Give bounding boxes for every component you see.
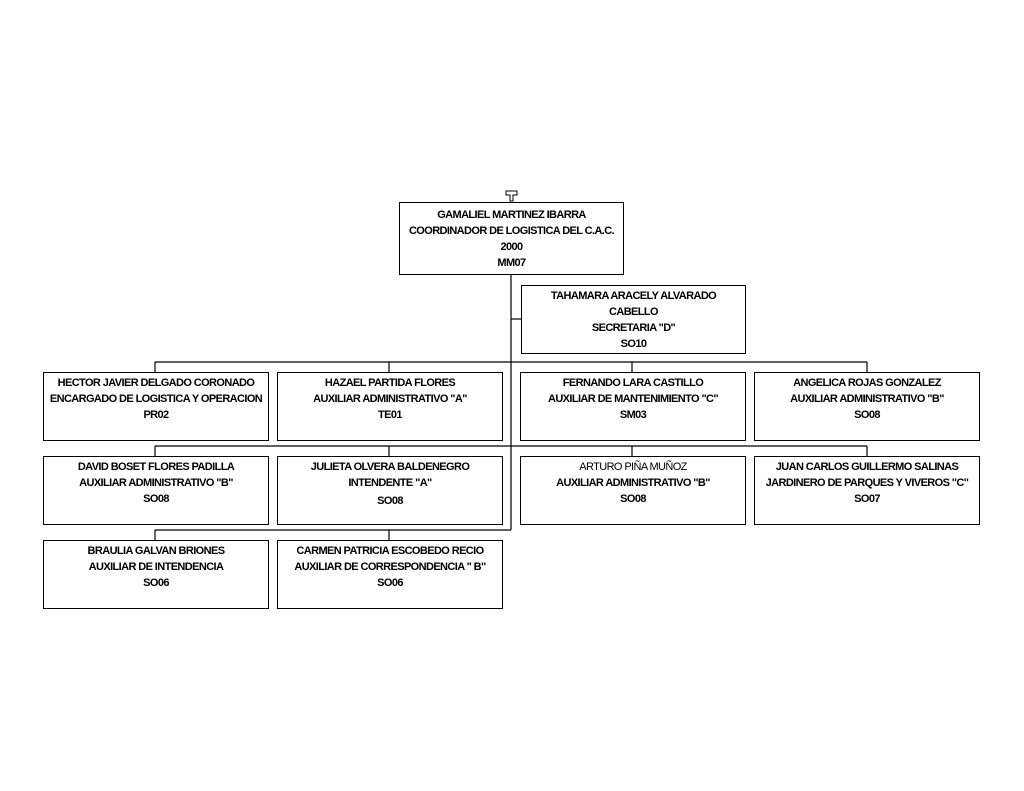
- staff-title: AUXILIAR DE INTENDENCIA: [88, 561, 224, 573]
- staff-title: AUXILIAR DE MANTENIMIENTO "C": [547, 393, 719, 405]
- staff-title: ENCARGADO DE LOGISTICA Y OPERACION: [49, 393, 263, 405]
- staff-box: HECTOR JAVIER DELGADO CORONADO ENCARGADO…: [43, 372, 269, 441]
- staff-name: DAVID BOSET FLORES PADILLA: [77, 461, 235, 473]
- staff-name: JUAN CARLOS GUILLERMO SALINAS: [775, 461, 959, 473]
- staff-code: TE01: [378, 409, 403, 421]
- staff-name: ANGELICA ROJAS GONZALEZ: [793, 377, 941, 389]
- staff-box: FERNANDO LARA CASTILLO AUXILIAR DE MANTE…: [520, 372, 746, 441]
- assistant-position-box: TAHAMARA ARACELY ALVARADO CABELLO SECRET…: [521, 285, 746, 354]
- staff-title: AUXILIAR ADMINISTRATIVO "B": [79, 477, 233, 489]
- staff-name: HECTOR JAVIER DELGADO CORONADO: [57, 377, 255, 389]
- staff-box: JUAN CARLOS GUILLERMO SALINAS JARDINERO …: [754, 456, 980, 525]
- staff-box: BRAULIA GALVAN BRIONES AUXILIAR DE INTEN…: [43, 540, 269, 609]
- staff-title: AUXILIAR ADMINISTRATIVO "B": [790, 393, 944, 405]
- staff-name: ARTURO PIÑA MUÑOZ: [579, 461, 687, 473]
- staff-name: JULIETA OLVERA BALDENEGRO: [310, 461, 470, 473]
- staff-box: HAZAEL PARTIDA FLORES AUXILIAR ADMINISTR…: [277, 372, 503, 441]
- staff-title: INTENDENTE "A": [348, 477, 432, 489]
- assistant-title: SECRETARIA "D": [591, 321, 676, 334]
- staff-code: SO08: [620, 493, 646, 505]
- staff-box: ANGELICA ROJAS GONZALEZ AUXILIAR ADMINIS…: [754, 372, 980, 441]
- staff-name: FERNANDO LARA CASTILLO: [562, 377, 704, 389]
- staff-code: SO08: [854, 409, 880, 421]
- staff-code: PR02: [143, 409, 169, 421]
- staff-name: HAZAEL PARTIDA FLORES: [324, 377, 456, 389]
- staff-code: SO08: [143, 493, 169, 505]
- staff-box: ARTURO PIÑA MUÑOZ AUXILIAR ADMINISTRATIV…: [520, 456, 746, 525]
- assistant-name-line1: TAHAMARA ARACELY ALVARADO: [550, 289, 717, 302]
- root-position-box: GAMALIEL MARTINEZ IBARRA COORDINADOR DE …: [399, 202, 624, 275]
- staff-code: SO06: [143, 577, 169, 589]
- assistant-code: SO10: [620, 337, 647, 350]
- root-number: 2000: [500, 240, 523, 253]
- staff-name: CARMEN PATRICIA ESCOBEDO RECIO: [296, 545, 484, 557]
- staff-title: AUXILIAR ADMINISTRATIVO "B": [556, 477, 710, 489]
- root-name: GAMALIEL MARTINEZ IBARRA: [437, 208, 586, 221]
- staff-code: SO08: [377, 495, 403, 507]
- staff-box: DAVID BOSET FLORES PADILLA AUXILIAR ADMI…: [43, 456, 269, 525]
- staff-code: SO07: [854, 493, 880, 505]
- staff-box: JULIETA OLVERA BALDENEGRO INTENDENTE "A"…: [277, 456, 503, 525]
- up-arrow-icon: [505, 190, 518, 202]
- staff-title: AUXILIAR DE CORRESPONDENCIA " B": [294, 561, 486, 573]
- root-code: MM07: [497, 256, 526, 269]
- staff-box: CARMEN PATRICIA ESCOBEDO RECIO AUXILIAR …: [277, 540, 503, 609]
- assistant-name-line2: CABELLO: [609, 305, 659, 318]
- staff-title: JARDINERO DE PARQUES Y VIVEROS "C": [765, 477, 969, 489]
- staff-code: SM03: [619, 409, 647, 421]
- root-title: COORDINADOR DE LOGISTICA DEL C.A.C.: [408, 224, 615, 237]
- staff-name: BRAULIA GALVAN BRIONES: [87, 545, 226, 557]
- staff-code: SO06: [377, 577, 403, 589]
- staff-title: AUXILIAR ADMINISTRATIVO "A": [313, 393, 467, 405]
